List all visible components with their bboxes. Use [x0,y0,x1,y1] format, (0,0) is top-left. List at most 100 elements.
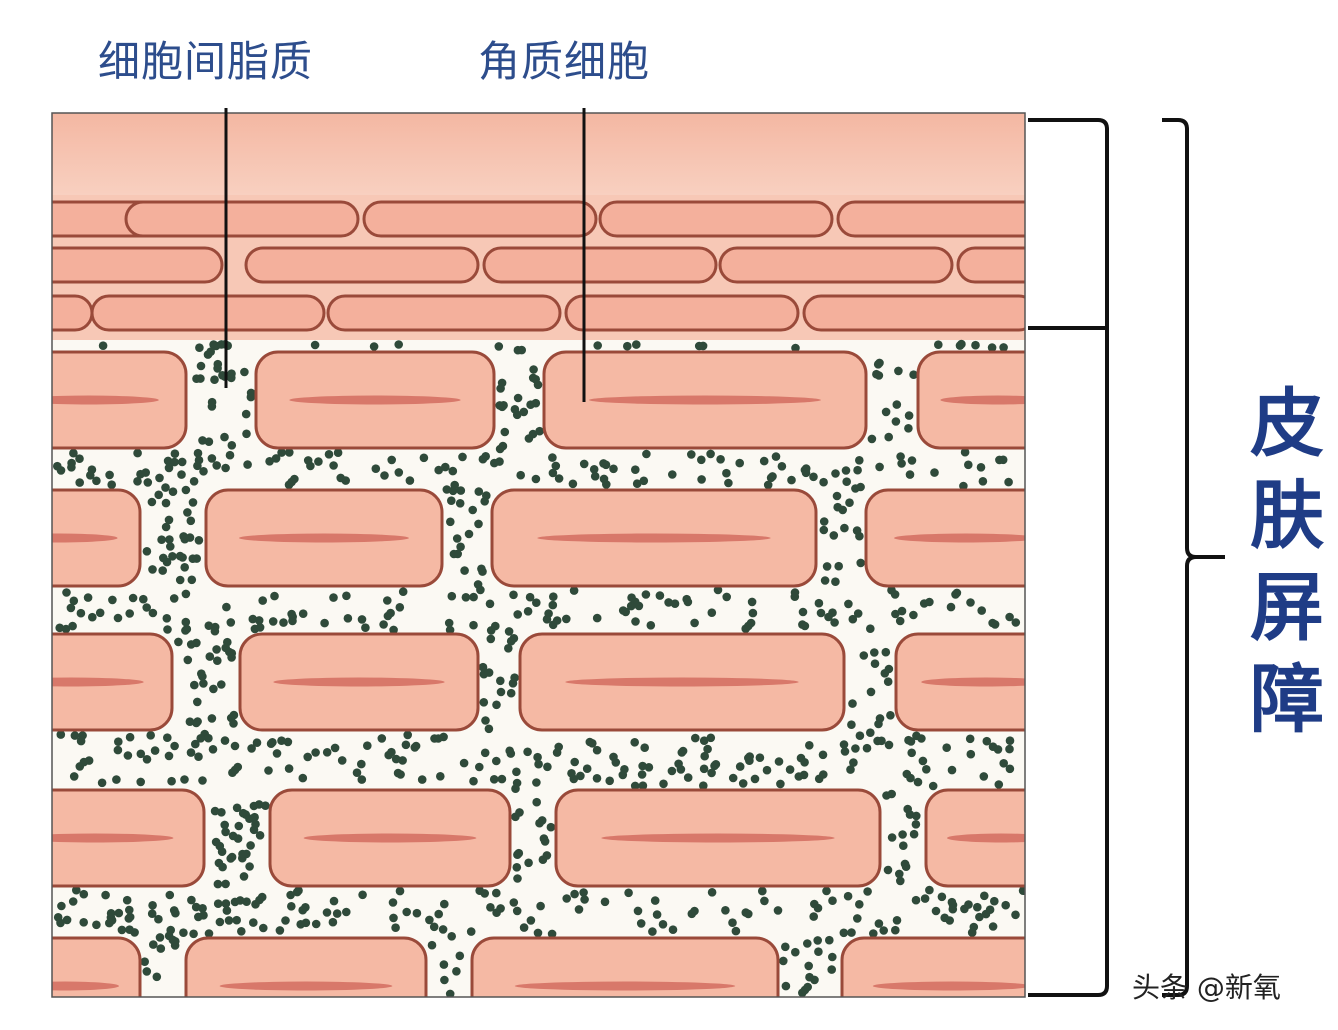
lipid-dot [98,341,108,351]
cell-nucleus [601,833,835,843]
lipid-dot [62,915,72,925]
lipid-dot [56,730,66,739]
lipid-dot [509,898,519,907]
lipid-dot [456,542,465,552]
lipid-dot [776,779,785,789]
lipid-dot [140,957,149,966]
lipid-dot [1011,910,1020,920]
lipid-dot [485,599,495,609]
lipid-dot [777,462,787,471]
lipid-dot [912,811,921,821]
corneocyte-cell [184,936,428,997]
lipid-dot [113,745,123,755]
lipid-dot [204,437,214,447]
lipid-dot [389,625,398,635]
lipid-dot [475,762,484,772]
lipid-dot [959,481,968,491]
lipid-dot [240,367,249,377]
lipid-dot [798,607,808,617]
lipid-dot [394,340,404,349]
barrier-char: 肤 [1250,473,1324,559]
lipid-dot [879,926,888,935]
lipid-dot [285,448,294,457]
lipid-dot [697,475,706,484]
lipid-dot [829,531,839,540]
lipid-dot [609,752,618,762]
lipid-dot [168,487,178,497]
intercellular-lipid-dots [53,339,1025,997]
lipid-dot [699,736,709,745]
lipid-dot [731,926,741,936]
lipid-dot [978,477,988,486]
lipid-dot [441,462,450,472]
lipid-dot [466,927,476,936]
stratum-top-band [52,113,1025,195]
lipid-dot [942,743,951,752]
lipid-dot [403,730,413,740]
lipid-dot [925,885,934,895]
lipid-dot [193,461,202,471]
lipid-dot [803,939,812,948]
lipid-dot [112,775,121,784]
lipid-dot [128,593,138,603]
lipid-dot [831,469,840,478]
cell-nucleus [289,395,461,405]
lipid-dot [917,734,926,743]
lipid-dot [491,621,500,631]
lipid-dot [177,457,187,467]
lipid-dot [998,455,1008,465]
lipid-dot [147,497,157,507]
lipid-dot [774,757,784,766]
lipid-dot [771,452,781,461]
flattened-cell [564,294,800,332]
lipid-dot [816,608,826,618]
lipid-dot [859,651,869,660]
barrier-bracket [1162,118,1225,997]
lipid-dot [139,594,148,604]
lipid-dot [329,896,339,906]
lipid-dot [965,734,975,744]
lipid-dot [311,748,320,757]
lipid-dot [825,935,834,945]
lipid-dot [279,618,288,627]
lipid-dot [114,908,124,918]
lipid-dot [191,739,200,749]
lipid-dot [711,760,721,769]
lipid-dot [169,594,179,603]
lipid-dot [883,865,893,875]
lipid-dot [329,461,338,470]
lipid-dot [957,339,966,349]
cell-nucleus [589,395,821,405]
lipid-dot [928,781,938,791]
lipid-dot [546,822,556,832]
lipid-dot [895,616,905,626]
lipid-dot [377,734,387,743]
lipid-dot [993,745,1003,754]
lipid-dot [570,757,579,767]
lipid-dot [513,874,522,883]
lipid-dot [892,400,902,409]
lipid-dot [870,659,880,668]
lipid-dot [785,765,795,774]
lipid-dot [233,834,243,843]
lipid-dot [533,380,543,390]
lipid-dot [193,697,202,707]
lipid-dot [188,498,198,507]
lipid-dot [445,989,455,997]
lipid-dot [881,407,891,417]
lipid-dot [853,609,863,618]
lipid-dot [848,699,857,708]
lipid-dot [894,366,903,376]
lipid-dot [288,616,297,626]
lipid-dot [707,888,717,897]
lipid-dot [255,831,265,840]
lipid-dot [631,617,640,626]
lipid-dot [183,655,193,665]
lipid-dot [744,909,753,919]
lipid-dot [843,891,853,901]
lipid-dot [187,895,196,905]
lipid-dot [148,901,157,910]
lipid-dot [994,780,1004,789]
lipid-dot [763,480,773,490]
lipid-dot [227,369,236,379]
